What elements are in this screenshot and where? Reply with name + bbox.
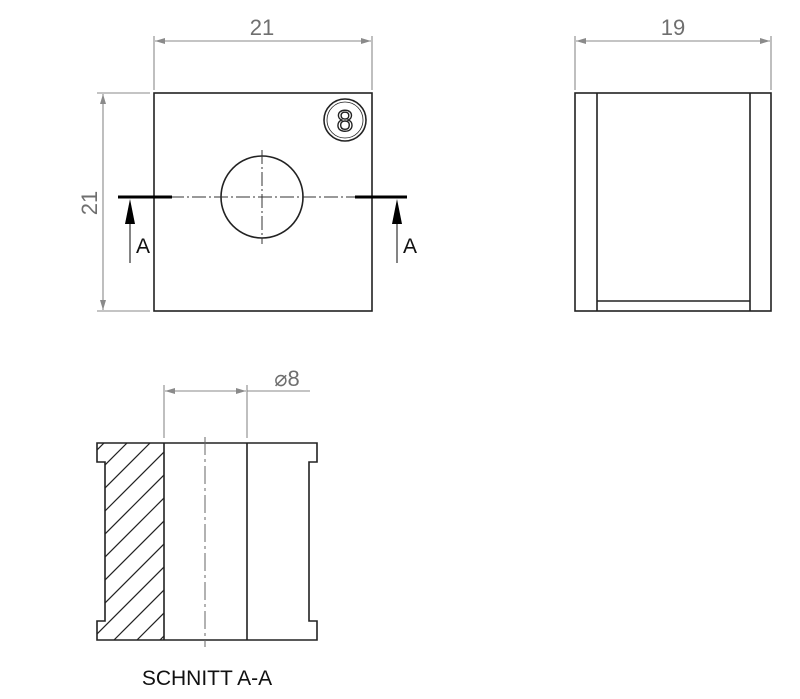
front-width-value: 21: [250, 15, 274, 40]
front-view-outline: [153, 92, 373, 312]
section-outline: [96, 442, 318, 641]
section-line-a-a: A A: [118, 195, 417, 263]
section-hatching: [97, 443, 164, 640]
side-width-dimension: 19: [574, 15, 772, 90]
side-width-value: 19: [661, 15, 685, 40]
section-arrow-right-icon: [392, 199, 402, 224]
front-height-value: 21: [77, 191, 102, 215]
bore-diameter-value: ⌀8: [274, 366, 299, 391]
front-height-dimension: 21: [77, 92, 150, 312]
section-label-left: A: [136, 235, 150, 258]
section-label-right: A: [403, 235, 417, 258]
front-width-dimension: 21: [153, 15, 373, 90]
section-arrow-left-icon: [125, 199, 135, 224]
bore-diameter-dimension: ⌀8: [163, 366, 310, 438]
side-view: 19: [574, 15, 772, 312]
size-marking-badge: 8: [323, 98, 367, 142]
section-view: ⌀8 SCHNITT A-A: [96, 366, 318, 690]
side-view-outline: [574, 92, 772, 312]
front-view: 8 21 21 A A: [77, 15, 417, 312]
size-marking-text: 8: [337, 105, 354, 138]
section-caption: SCHNITT A-A: [142, 667, 272, 690]
